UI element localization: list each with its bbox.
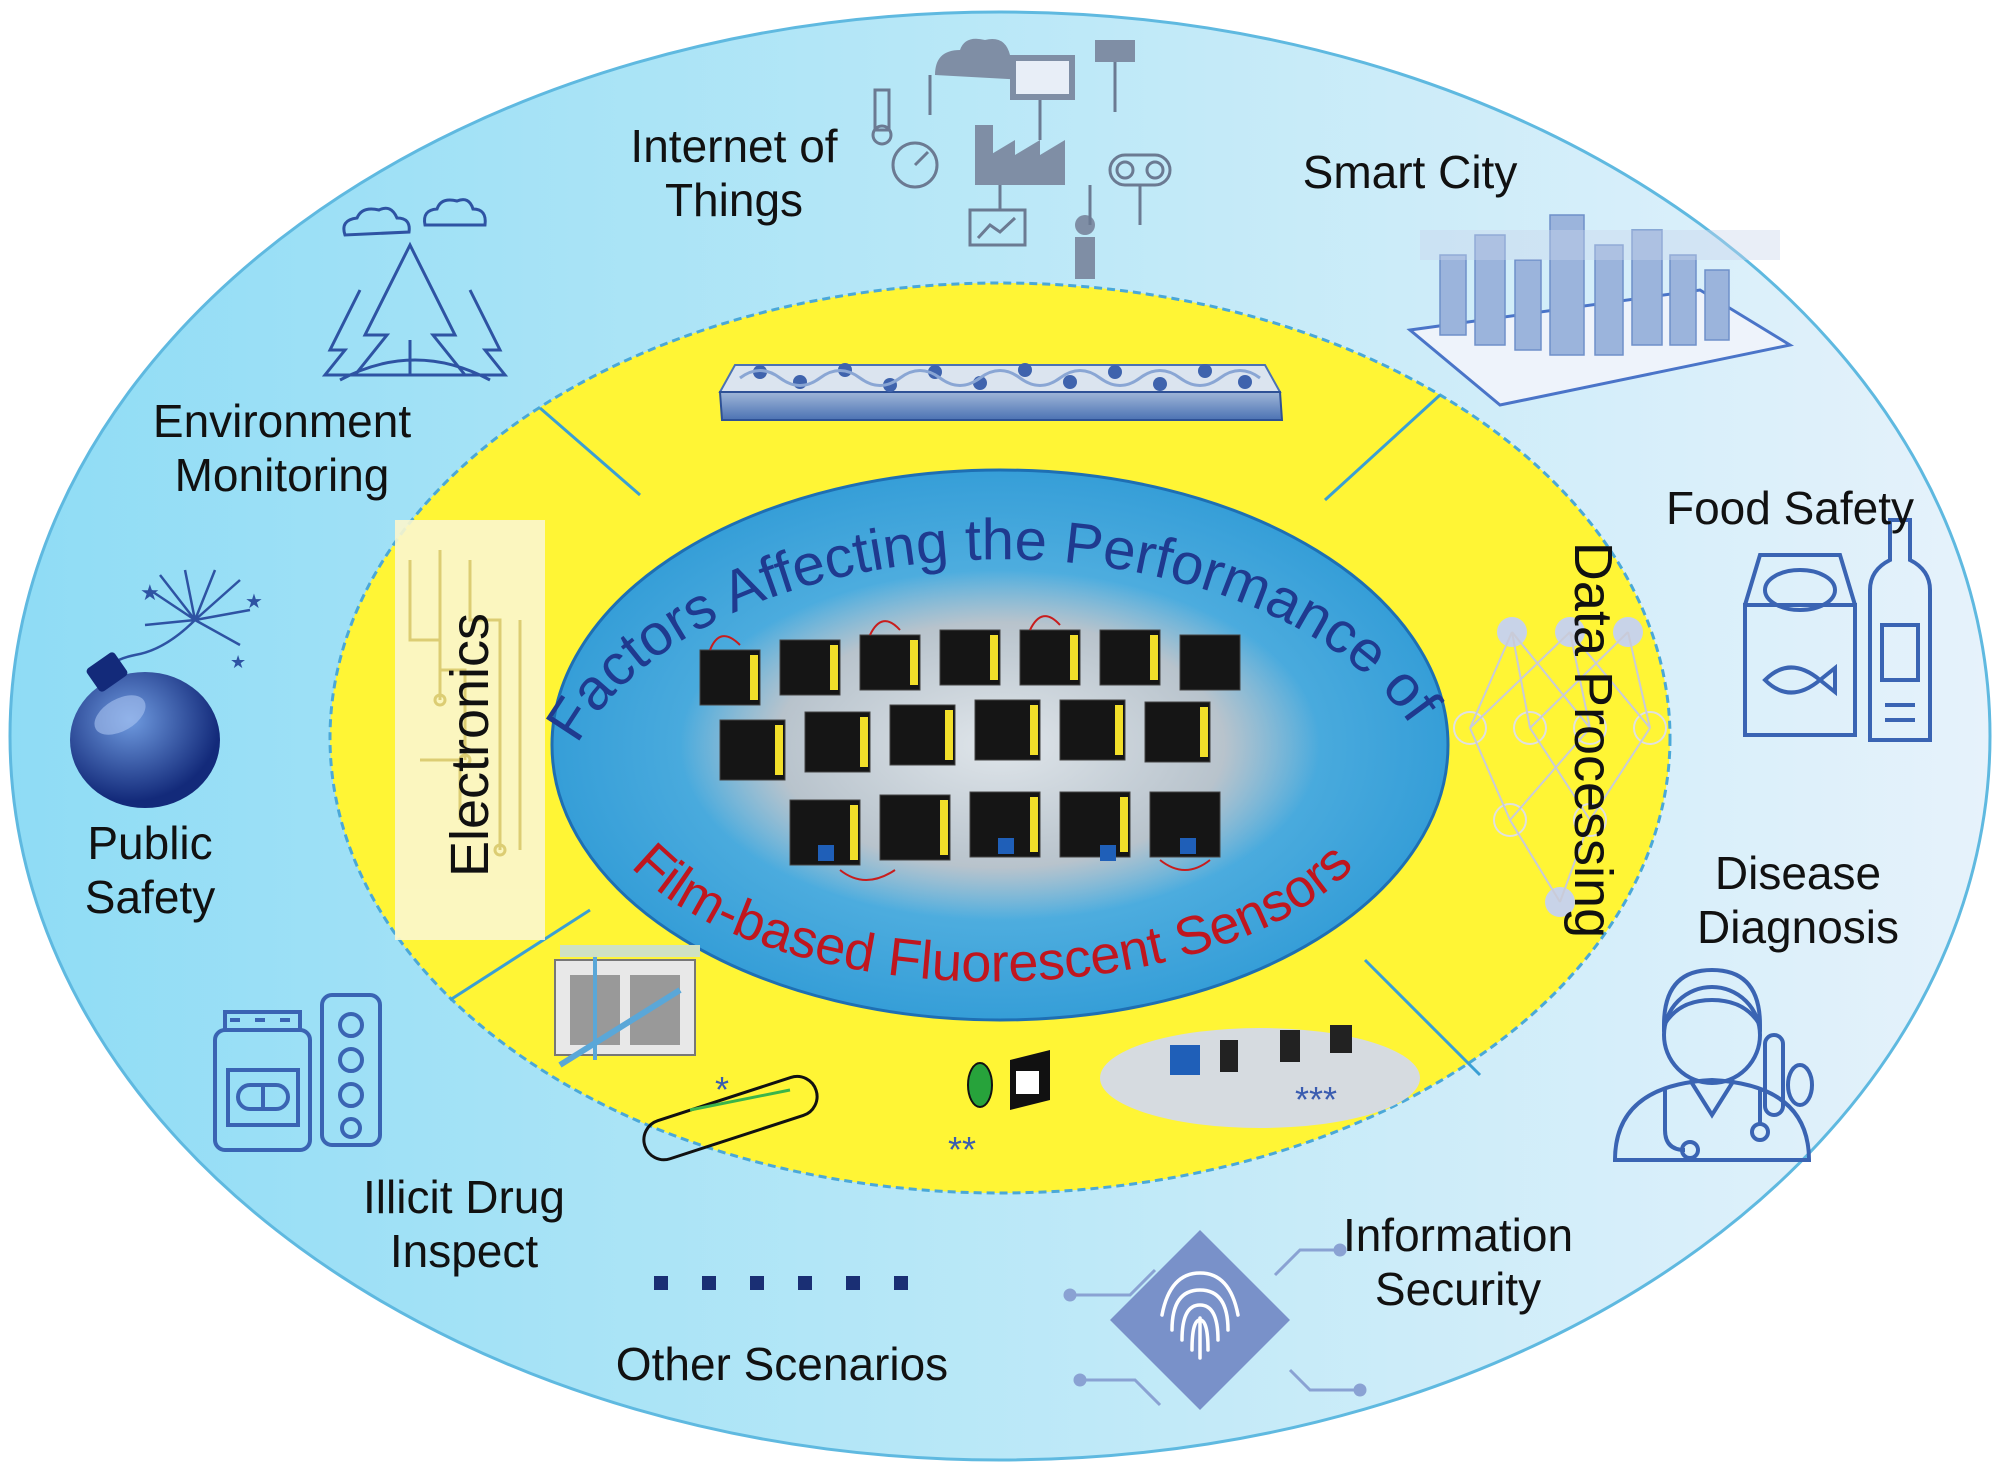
label-information-security: Information Security xyxy=(1343,1208,1573,1316)
svg-text:★: ★ xyxy=(230,652,246,673)
label-other-line-1: Other Scenarios xyxy=(615,1338,949,1390)
label-illicit-drug-inspect: Illicit Drug Inspect xyxy=(363,1170,565,1278)
label-internet-of-things: Internet of Things xyxy=(630,119,837,227)
marker-double: ** xyxy=(948,1129,976,1170)
neural-network-illustration xyxy=(1453,617,1667,917)
marker-single: * xyxy=(715,1069,729,1110)
drug-jar-pills-icon xyxy=(213,993,382,1152)
label-other-scenarios: Other Scenarios xyxy=(616,1337,948,1391)
smart-city-icon xyxy=(1406,214,1795,407)
marker-triple: *** xyxy=(1295,1079,1337,1120)
label-food-safety: Food Safety xyxy=(1666,481,1914,535)
label-iot-line-1: Internet of xyxy=(630,120,838,172)
forest-icon xyxy=(321,198,509,382)
circuit-board-illustration xyxy=(395,520,545,940)
label-smart-city: Smart City xyxy=(1303,145,1518,199)
label-info-security-line-2: Security xyxy=(1374,1263,1542,1315)
factor-data-processing: Data Processing xyxy=(1563,542,1623,938)
label-food-safety-line-1: Food Safety xyxy=(1665,482,1915,534)
svg-text:★: ★ xyxy=(140,581,160,606)
label-public-safety-line-2: Safety xyxy=(84,871,216,923)
optical-setup-illustrations xyxy=(554,945,1420,1162)
ellipsis-dots xyxy=(654,1276,908,1290)
firework-bomb-icon: ★ ★ ★ xyxy=(70,569,263,808)
label-environment-monitoring: Environment Monitoring xyxy=(153,394,411,502)
label-public-safety-line-1: Public xyxy=(87,817,213,869)
label-disease-line-1: Disease xyxy=(1714,847,1882,899)
doctor-icon xyxy=(1612,967,1814,1162)
label-environment-line-1: Environment xyxy=(152,395,412,447)
label-iot-line-2: Things xyxy=(664,174,804,226)
label-info-security-line-1: Information xyxy=(1342,1209,1574,1261)
food-safety-icon xyxy=(1743,518,1932,742)
label-disease-diagnosis: Disease Diagnosis xyxy=(1697,846,1899,954)
fingerprint-chip-icon xyxy=(1063,1230,1367,1410)
iot-network-icon xyxy=(871,38,1172,279)
label-illicit-drug-line-2: Inspect xyxy=(389,1225,539,1277)
label-illicit-drug-line-1: Illicit Drug xyxy=(363,1171,565,1223)
sensor-array-photo xyxy=(680,570,1320,920)
label-disease-line-2: Diagnosis xyxy=(1697,901,1899,953)
svg-text:★: ★ xyxy=(245,589,263,613)
label-public-safety: Public Safety xyxy=(85,816,215,924)
label-environment-line-2: Monitoring xyxy=(174,449,390,501)
ring-dividers xyxy=(449,393,1482,1077)
label-smart-city-line-1: Smart City xyxy=(1302,146,1518,198)
thin-film-illustration xyxy=(718,363,1284,421)
factor-electronics: Electronics xyxy=(440,613,500,877)
